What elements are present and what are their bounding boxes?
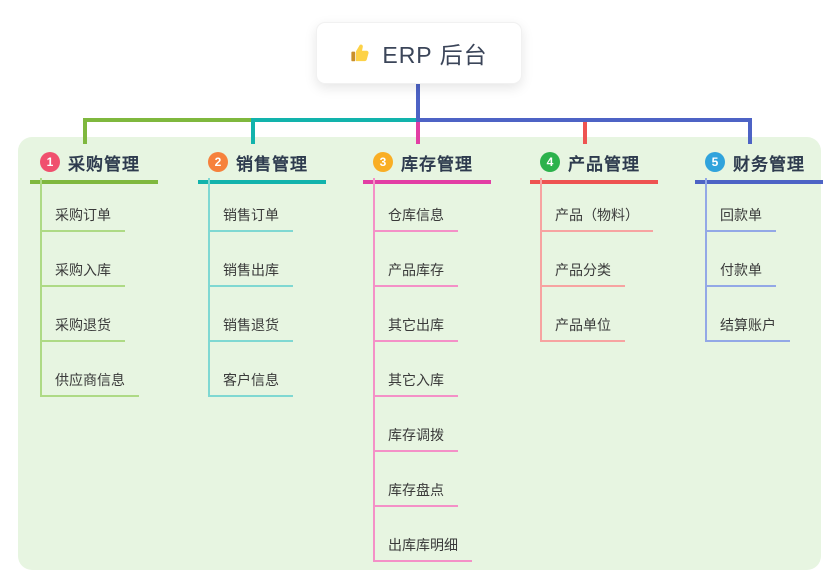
branch-3-label: 库存管理 <box>401 154 473 174</box>
connector-drop-branch-1 <box>83 118 87 144</box>
root-label: ERP 后台 <box>382 42 488 68</box>
connector-root-line <box>416 84 420 122</box>
branch-3-spine <box>373 178 375 562</box>
branch-2-spine <box>208 178 210 397</box>
branch-4-child-1[interactable]: 产品分类 <box>540 260 625 287</box>
connector-drop-branch-4 <box>583 118 587 144</box>
branch-5-spine <box>705 178 707 342</box>
branch-4-child-0[interactable]: 产品（物料） <box>540 205 653 232</box>
branch-5-badge: 5 <box>705 152 725 172</box>
connector-bus-left <box>83 118 253 122</box>
branch-3-child-4[interactable]: 库存调拨 <box>373 425 458 452</box>
branch-3-child-1[interactable]: 产品库存 <box>373 260 458 287</box>
branch-1-child-2[interactable]: 采购退货 <box>40 315 125 342</box>
branch-5-label: 财务管理 <box>733 154 805 174</box>
connector-drop-branch-2 <box>251 118 255 144</box>
branch-2-badge: 2 <box>208 152 228 172</box>
branch-3-child-3[interactable]: 其它入库 <box>373 370 458 397</box>
branch-3-child-6[interactable]: 出库库明细 <box>373 535 472 562</box>
branch-1-title[interactable]: 1 采购管理 <box>30 150 158 184</box>
branch-3-child-2[interactable]: 其它出库 <box>373 315 458 342</box>
branch-1-child-3[interactable]: 供应商信息 <box>40 370 139 397</box>
branch-1-label: 采购管理 <box>68 154 140 174</box>
branch-3-badge: 3 <box>373 152 393 172</box>
branch-3-child-5[interactable]: 库存盘点 <box>373 480 458 507</box>
branch-1-child-1[interactable]: 采购入库 <box>40 260 125 287</box>
branch-5-title[interactable]: 5 财务管理 <box>695 150 823 184</box>
branch-5-child-0[interactable]: 回款单 <box>705 205 776 232</box>
branch-5-child-2[interactable]: 结算账户 <box>705 315 790 342</box>
branch-4-title[interactable]: 4 产品管理 <box>530 150 658 184</box>
branch-2-child-0[interactable]: 销售订单 <box>208 205 293 232</box>
branch-2-child-1[interactable]: 销售出库 <box>208 260 293 287</box>
branch-3-child-0[interactable]: 仓库信息 <box>373 205 458 232</box>
branch-1-badge: 1 <box>40 152 60 172</box>
branch-5-child-1[interactable]: 付款单 <box>705 260 776 287</box>
branch-4-label: 产品管理 <box>568 154 640 174</box>
branch-2-child-2[interactable]: 销售退货 <box>208 315 293 342</box>
branch-4-badge: 4 <box>540 152 560 172</box>
root-node[interactable]: ERP 后台 <box>316 22 522 84</box>
branch-1-spine <box>40 178 42 397</box>
connector-bus-right <box>418 118 752 122</box>
branch-3-title[interactable]: 3 库存管理 <box>363 150 491 184</box>
branch-4-child-2[interactable]: 产品单位 <box>540 315 625 342</box>
branch-1-child-0[interactable]: 采购订单 <box>40 205 125 232</box>
branch-4-spine <box>540 178 542 342</box>
connector-drop-branch-5 <box>748 118 752 144</box>
branch-2-child-3[interactable]: 客户信息 <box>208 370 293 397</box>
branch-2-title[interactable]: 2 销售管理 <box>198 150 326 184</box>
connector-drop-branch-3 <box>416 118 420 144</box>
thumbs-up-icon <box>351 44 369 62</box>
connector-bus-mid <box>251 118 418 122</box>
branches-panel <box>18 137 821 570</box>
branch-2-label: 销售管理 <box>236 154 308 174</box>
